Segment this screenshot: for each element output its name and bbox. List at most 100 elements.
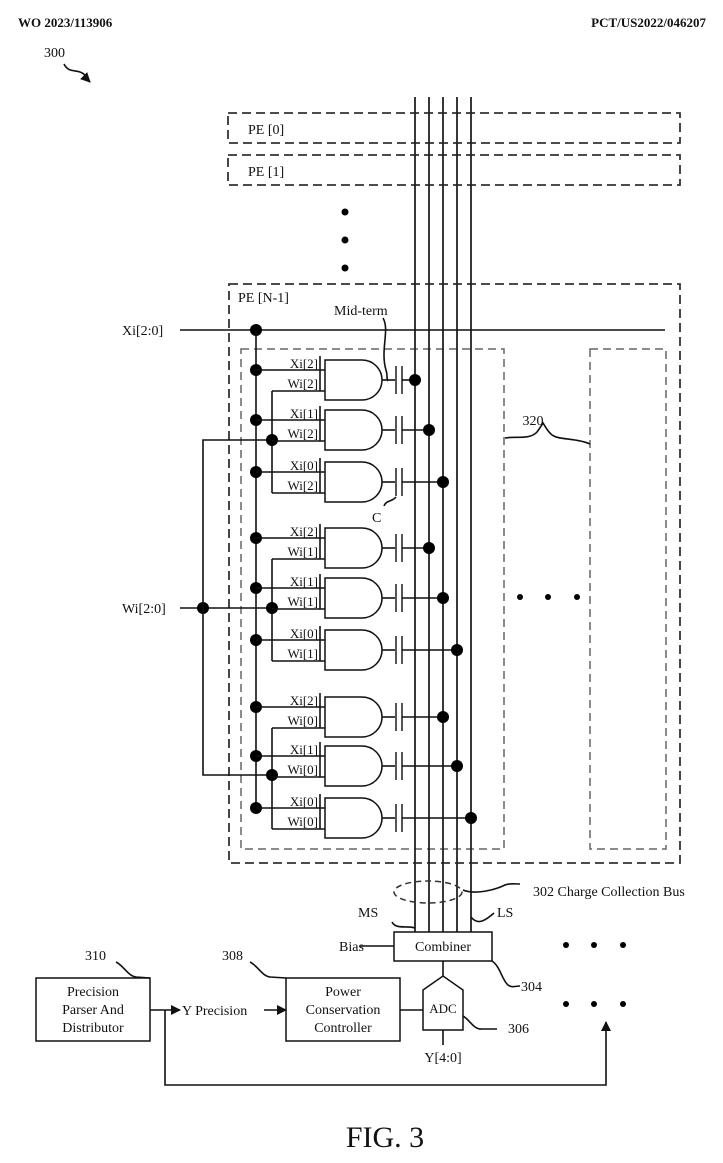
bus-junction	[423, 542, 435, 554]
gate-w-input-label: Wi[1]	[287, 594, 318, 609]
and-gate-cell: Xi[2]Wi[1]	[250, 524, 435, 569]
bus-junction	[423, 424, 435, 436]
w-bus-label: Wi[2:0]	[122, 602, 166, 617]
charge-bus-label: 302 Charge Collection Bus	[533, 885, 685, 900]
power-controller-line-3: Controller	[314, 1021, 372, 1036]
and-gate	[324, 745, 383, 787]
y-output-label: Y[4:0]	[424, 1051, 461, 1066]
gate-x-input-label: Xi[2]	[290, 356, 318, 371]
pe-1-label: PE [1]	[248, 165, 284, 180]
capacitor-leader	[383, 496, 397, 507]
vertical-ellipsis	[341, 208, 349, 272]
adc-ref-leader	[462, 1015, 497, 1030]
mid-term-leader	[382, 317, 389, 382]
ms-label: MS	[358, 906, 378, 921]
and-gate-cell: Xi[0] Wi[0]	[250, 794, 477, 839]
w-rail-junction	[266, 434, 278, 446]
ms-leader	[391, 921, 416, 929]
and-gate-array: Xi[2]Wi[2]Xi[1]Wi[2]Xi[0]Wi[2]Xi[2]Wi[1]…	[250, 356, 477, 839]
mid-term-label: Mid-term	[334, 304, 388, 319]
pe-1-box	[227, 154, 681, 186]
w-rail-junction	[266, 602, 278, 614]
ls-leader	[470, 912, 495, 923]
x-bus-label: Xi[2:0]	[122, 324, 163, 339]
capacitor-label: C	[372, 511, 381, 526]
and-gate-cell: Xi[2] Wi[2]	[250, 356, 421, 401]
gate-w-input-label: Wi[1]	[287, 646, 318, 661]
gate-x-input-label: Xi[1]	[290, 574, 318, 589]
and-gate	[324, 797, 383, 839]
power-controller-line-1: Power	[325, 985, 361, 1000]
gate-w-input-label: Wi[0]	[287, 814, 318, 829]
gate-w-input-label: Wi[2]	[287, 478, 318, 493]
gate-x-input-label: Xi[0]	[290, 794, 318, 809]
application-number: PCT/US2022/046207	[591, 15, 706, 30]
gate-w-input-label: Wi[0]	[287, 713, 318, 728]
pcc-ref: 308	[222, 949, 243, 964]
column-brace	[504, 421, 591, 445]
bus-junction	[451, 644, 463, 656]
ls-label: LS	[497, 906, 513, 921]
and-gate-cell: Xi[0] Wi[1]	[250, 626, 463, 671]
figure-reference-arrow	[63, 63, 91, 83]
gate-x-input-label: Xi[2]	[290, 693, 318, 708]
feedback-path	[164, 1010, 611, 1086]
and-gate	[324, 696, 383, 738]
column-box-n	[589, 348, 667, 850]
adc-ref: 306	[508, 1022, 529, 1037]
bus-bundle-marker	[393, 880, 463, 904]
combiner-ref-leader	[491, 960, 521, 988]
w-bus-distribution	[202, 439, 272, 776]
precision-parser-line-1: Precision	[67, 985, 119, 1000]
bus-junction	[451, 760, 463, 772]
gate-x-input-label: Xi[1]	[290, 406, 318, 421]
pcc-ref-leader	[249, 961, 287, 979]
publication-number: WO 2023/113906	[18, 15, 113, 30]
and-gate-cell: Xi[2] Wi[0]	[250, 693, 449, 738]
adc-label: ADC	[429, 1001, 456, 1016]
bias-label: Bias	[339, 940, 364, 955]
ppd-ref-leader	[115, 961, 151, 979]
and-gate	[324, 409, 383, 451]
column-box-0	[240, 348, 505, 850]
bus-junction	[437, 592, 449, 604]
gate-w-input-label: Wi[1]	[287, 544, 318, 559]
gate-x-input-label: Xi[1]	[290, 742, 318, 757]
and-gate-cell: Xi[1] Wi[0]	[250, 742, 463, 787]
charge-bus-leader	[462, 882, 521, 893]
pe-n-1-label: PE [N-1]	[238, 291, 289, 306]
and-gate	[324, 359, 383, 401]
gate-w-input-label: Wi[2]	[287, 376, 318, 391]
charge-collection-bus	[414, 97, 472, 932]
combiner-label: Combiner	[415, 940, 471, 955]
and-gate-cell: Xi[1]Wi[2]	[250, 406, 435, 451]
figure-caption: FIG. 3	[346, 1121, 424, 1154]
and-gate	[324, 577, 383, 619]
precision-parser-line-3: Distributor	[62, 1021, 124, 1036]
pe-0-box	[227, 112, 681, 144]
horizontal-ellipsis-adcs	[563, 1001, 626, 1007]
and-gate	[324, 629, 383, 671]
ppd-ref: 310	[85, 949, 106, 964]
w-rail-junction	[266, 769, 278, 781]
gate-x-input-label: Xi[0]	[290, 626, 318, 641]
y-precision-label: Y Precision	[182, 1004, 247, 1019]
figure-reference: 300	[44, 46, 65, 61]
pe-n-1-box	[228, 283, 681, 864]
and-gate	[324, 527, 383, 569]
column-group-ref: 320	[523, 414, 544, 429]
adc-block	[422, 975, 464, 1031]
horizontal-ellipsis-columns	[517, 594, 580, 600]
bus-junction	[409, 374, 421, 386]
gate-w-input-label: Wi[0]	[287, 762, 318, 777]
and-gate	[324, 461, 383, 503]
bus-junction	[465, 812, 477, 824]
and-gate-cell: Xi[1] Wi[1]	[250, 574, 449, 619]
precision-parser-line-2: Parser And	[62, 1003, 124, 1018]
and-gate-cell: Xi[0]Wi[2]	[250, 458, 449, 503]
bus-junction	[437, 476, 449, 488]
combiner-ref: 304	[521, 980, 542, 995]
power-controller-line-2: Conservation	[306, 1003, 381, 1018]
horizontal-ellipsis-combiners	[563, 942, 626, 948]
